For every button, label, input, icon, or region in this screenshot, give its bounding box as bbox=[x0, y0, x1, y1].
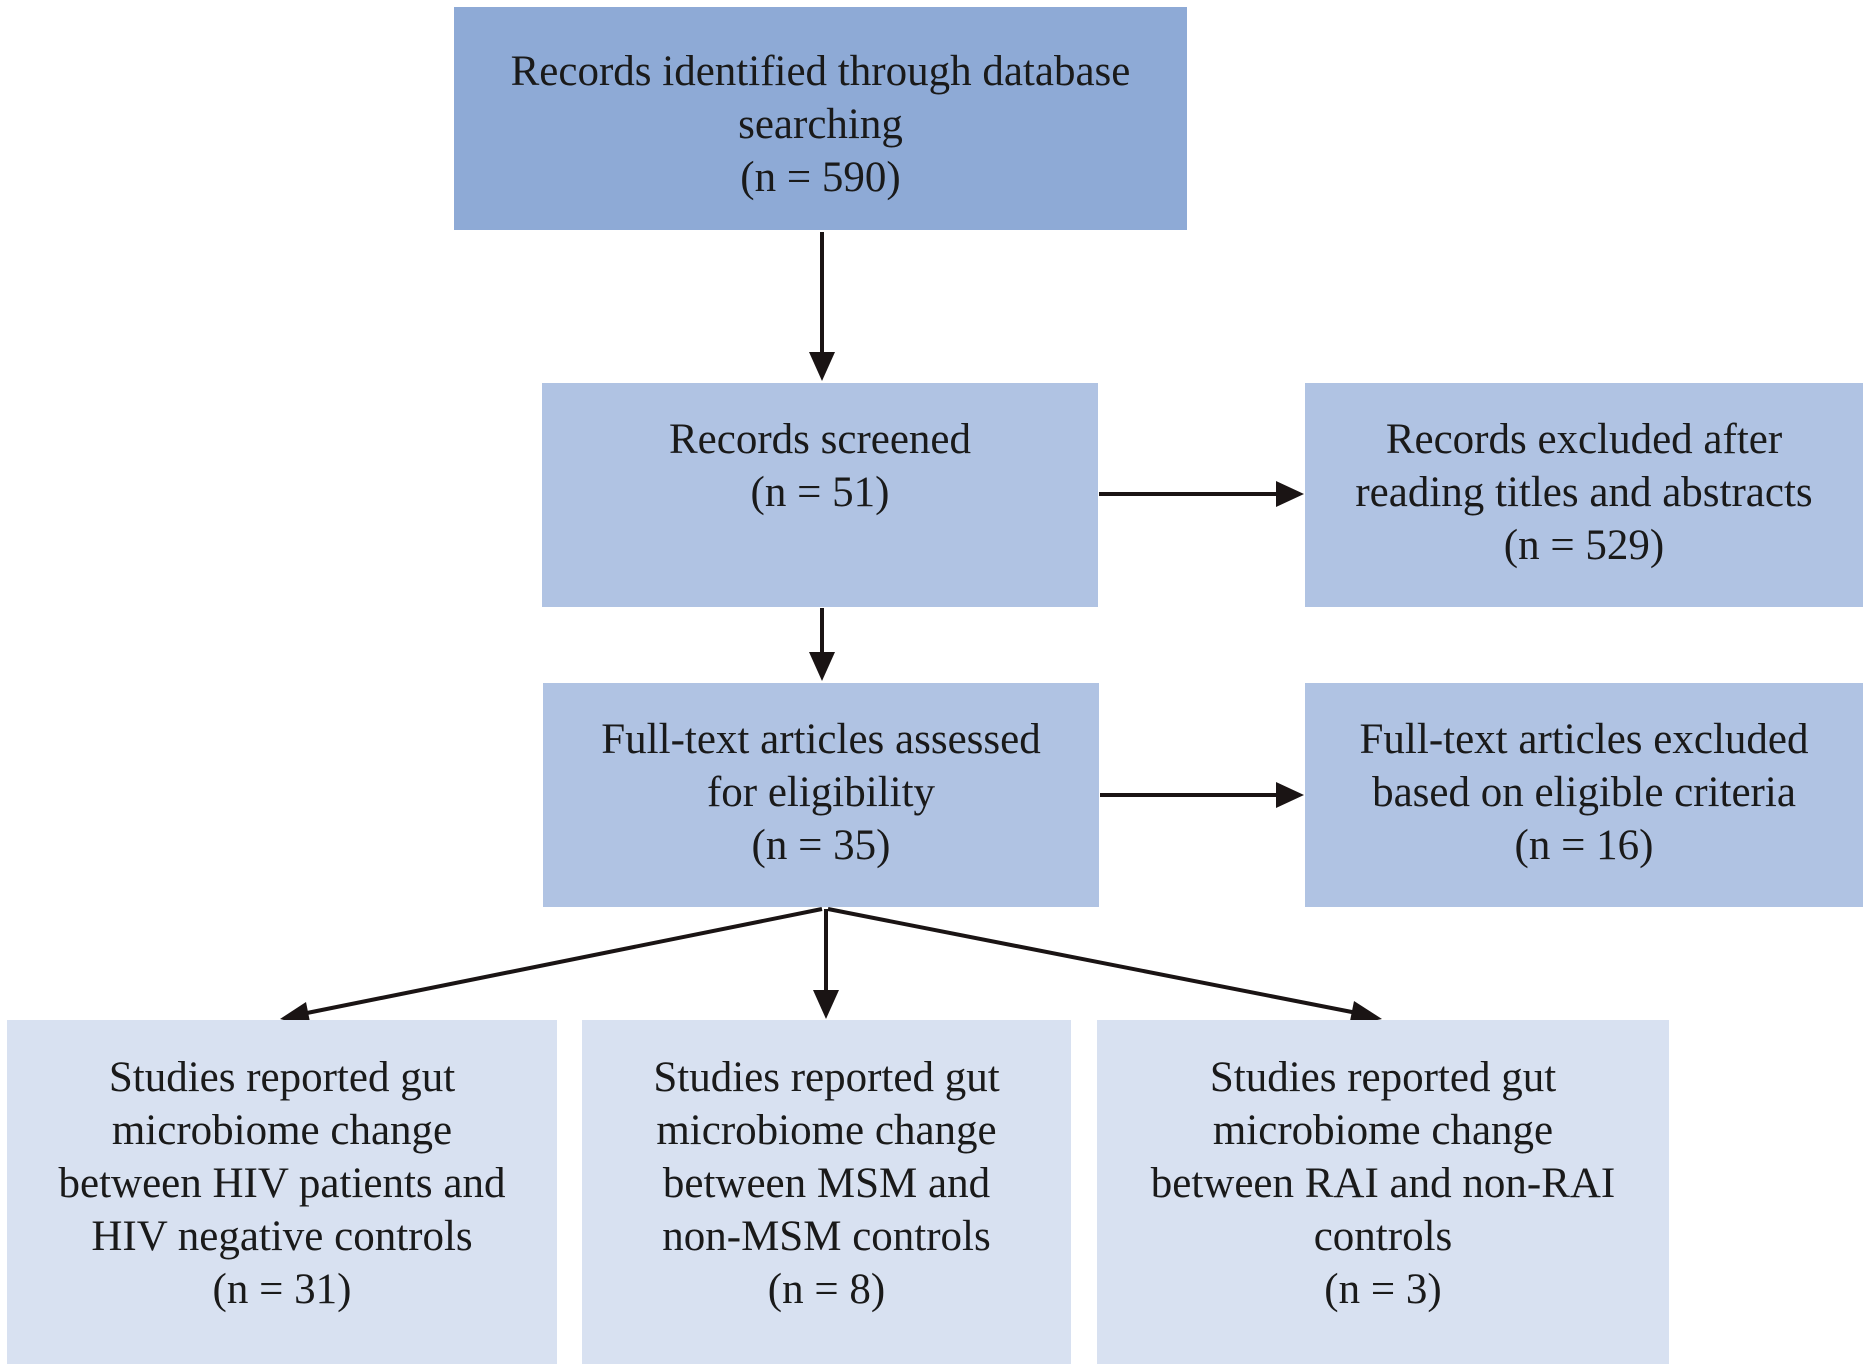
records-excluded-box: Records excluded after reading titles an… bbox=[1305, 383, 1863, 607]
fulltext-assessed-count: (n = 35) bbox=[751, 822, 891, 869]
msm-studies-line-4: non-MSM controls bbox=[662, 1213, 991, 1260]
msm-studies-line-3: between MSM and bbox=[662, 1160, 991, 1207]
records-screened-box: Records screened (n = 51) bbox=[542, 383, 1098, 607]
fulltext-excluded-line-2: based on eligible criteria bbox=[1372, 769, 1796, 816]
msm-studies-line-2: microbiome change bbox=[656, 1107, 997, 1154]
records-excluded-line-2: reading titles and abstracts bbox=[1355, 469, 1813, 516]
arrowhead-fulltext-to-msm bbox=[813, 990, 839, 1019]
msm-studies-box: Studies reported gut microbiome change b… bbox=[582, 1020, 1071, 1364]
fulltext-excluded-box: Full-text articles excluded based on eli… bbox=[1305, 683, 1863, 907]
hiv-studies-box: Studies reported gut microbiome change b… bbox=[7, 1020, 557, 1364]
msm-studies-count: (n = 8) bbox=[767, 1266, 886, 1313]
records-identified-line-1: Records identified through database bbox=[510, 48, 1131, 95]
fulltext-excluded-count: (n = 16) bbox=[1514, 822, 1654, 869]
fulltext-assessed-line-2: for eligibility bbox=[706, 769, 936, 816]
arrow-fulltext-to-rai bbox=[827, 907, 1363, 1016]
records-screened-count: (n = 51) bbox=[750, 469, 890, 516]
arrowhead-identified-to-screened bbox=[809, 352, 835, 381]
rai-studies-line-2: microbiome change bbox=[1212, 1107, 1554, 1154]
rai-studies-count: (n = 3) bbox=[1324, 1266, 1442, 1313]
arrowhead-fulltext-to-excluded bbox=[1276, 782, 1304, 808]
hiv-studies-line-3: between HIV patients and bbox=[58, 1160, 506, 1207]
records-excluded-line-1: Records excluded after bbox=[1385, 416, 1783, 463]
records-screened-label: Records screened bbox=[668, 416, 972, 463]
hiv-studies-line-2: microbiome change bbox=[111, 1107, 453, 1154]
hiv-studies-line-4: HIV negative controls bbox=[91, 1213, 473, 1260]
arrowhead-screened-to-fulltext bbox=[809, 652, 835, 681]
records-identified-line-2: searching bbox=[738, 101, 903, 148]
records-identified-count: (n = 590) bbox=[740, 154, 901, 201]
hiv-studies-count: (n = 31) bbox=[212, 1266, 352, 1313]
records-identified-box: Records identified through database sear… bbox=[454, 7, 1187, 230]
rai-studies-line-3: between RAI and non-RAI bbox=[1150, 1160, 1616, 1207]
records-excluded-count: (n = 529) bbox=[1503, 522, 1665, 569]
msm-studies-line-1: Studies reported gut bbox=[653, 1054, 1000, 1101]
rai-studies-box: Studies reported gut microbiome change b… bbox=[1097, 1020, 1669, 1364]
fulltext-excluded-line-1: Full-text articles excluded bbox=[1359, 716, 1809, 763]
fulltext-assessed-line-1: Full-text articles assessed bbox=[601, 716, 1041, 763]
arrowhead-screened-to-excluded bbox=[1276, 481, 1304, 507]
hiv-studies-line-1: Studies reported gut bbox=[108, 1054, 456, 1101]
arrow-fulltext-to-hiv bbox=[301, 907, 823, 1016]
rai-studies-line-1: Studies reported gut bbox=[1209, 1054, 1557, 1101]
fulltext-assessed-box: Full-text articles assessed for eligibil… bbox=[543, 683, 1099, 907]
rai-studies-line-4: controls bbox=[1313, 1213, 1453, 1260]
